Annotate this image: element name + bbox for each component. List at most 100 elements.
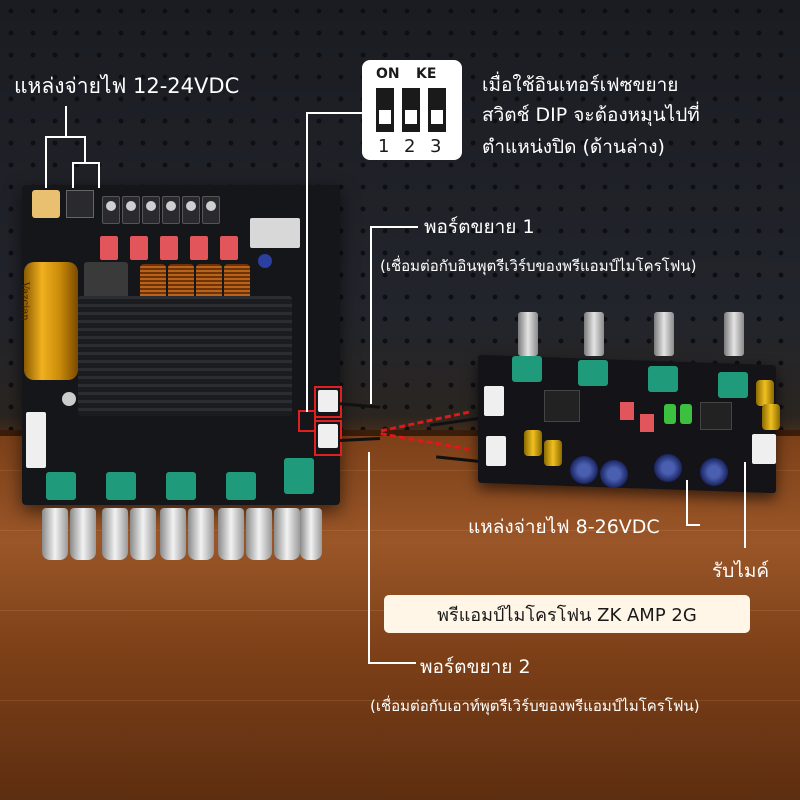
mic-input-connector <box>752 434 776 464</box>
callout-line <box>368 452 370 664</box>
potentiometer <box>166 472 196 500</box>
port-2-description: (เชื่อมต่อกับเอาท์พุตรีเวิร์บของพรีแอมป์… <box>370 697 700 715</box>
power-terminal <box>66 190 94 218</box>
potentiometer <box>106 472 136 500</box>
potentiometer <box>46 472 76 500</box>
wood-grain <box>0 530 800 531</box>
mic-input-label: รับไมค์ <box>712 560 770 582</box>
gold-capacitor <box>544 440 562 466</box>
potentiometer <box>284 458 314 494</box>
dip-number-2: 2 <box>404 136 416 157</box>
port-1-highlight <box>314 386 342 418</box>
speaker-terminal <box>102 196 120 224</box>
dip-ke-label: KE <box>416 66 437 82</box>
callout-line <box>744 462 746 548</box>
callout-line <box>368 662 416 664</box>
volume-knob <box>274 508 300 560</box>
preamp-knob <box>584 312 604 356</box>
blue-capacitor <box>600 460 628 488</box>
blue-capacitor <box>570 456 598 484</box>
shelf-edge <box>0 430 800 436</box>
callout-line <box>686 524 700 526</box>
side-connector <box>26 412 46 468</box>
rca-jack <box>300 508 322 560</box>
film-capacitor <box>190 236 208 260</box>
callout-line <box>72 162 74 188</box>
rca-jack <box>70 508 96 560</box>
preamp-knob <box>654 312 674 356</box>
dip-switch-graphic: ON KE 1 2 3 <box>362 60 462 160</box>
dip-switch-1 <box>376 88 394 132</box>
main-power-label: แหล่งจ่ายไฟ 12-24VDC <box>14 74 240 98</box>
blue-capacitor <box>700 458 728 486</box>
preamp-output-port <box>486 436 506 466</box>
callout-line <box>45 136 85 138</box>
callout-line <box>370 226 418 228</box>
film-capacitor <box>620 402 634 420</box>
callout-line <box>84 136 86 162</box>
preamp-potentiometer <box>648 366 678 392</box>
small-capacitor <box>258 254 272 268</box>
bluetooth-module <box>250 218 300 248</box>
dip-note-line-3: ตำแหน่งปิด (ด้านล่าง) <box>482 136 665 158</box>
dip-switch-2 <box>402 88 420 132</box>
speaker-terminal <box>142 196 160 224</box>
port-2-title: พอร์ตขยาย 2 <box>420 656 531 678</box>
callout-line <box>686 480 688 526</box>
volume-knob <box>42 508 68 560</box>
green-capacitor <box>680 404 692 424</box>
film-capacitor <box>640 414 654 432</box>
heatsink <box>78 296 292 416</box>
port-2-highlight <box>314 420 342 456</box>
dip-number-3: 3 <box>430 136 442 157</box>
rca-jack <box>188 508 214 560</box>
speaker-terminal <box>182 196 200 224</box>
expansion-port-1 <box>318 390 338 412</box>
film-capacitor <box>130 236 148 260</box>
wood-grain <box>0 700 800 701</box>
jumper-highlight <box>298 410 316 432</box>
volume-knob <box>218 508 244 560</box>
speaker-terminal <box>122 196 140 224</box>
preamp-input-port <box>484 386 504 416</box>
port-1-title: พอร์ตขยาย 1 <box>424 216 535 238</box>
dip-note-line-1: เมื่อใช้อินเทอร์เฟซขยาย <box>482 74 679 96</box>
speaker-terminal <box>202 196 220 224</box>
film-capacitor <box>220 236 238 260</box>
dip-note-line-2: สวิตช์ DIP จะต้องหมุนไปที่ <box>482 104 700 126</box>
main-capacitor: Vazcian <box>19 262 78 380</box>
ic-chip <box>700 402 732 430</box>
dip-on-label: ON <box>376 66 400 82</box>
small-capacitor <box>62 392 76 406</box>
preamp-knob <box>724 312 744 356</box>
gold-capacitor <box>524 430 542 456</box>
port-1-description: (เชื่อมต่อกับอินพุตรีเวิร์บของพรีแอมป์ไม… <box>380 257 697 275</box>
volume-knob <box>102 508 128 560</box>
callout-line <box>98 162 100 188</box>
callout-line <box>370 226 372 404</box>
callout-line <box>306 112 308 412</box>
blue-capacitor <box>654 454 682 482</box>
preamp-knob <box>518 312 538 356</box>
preamp-potentiometer <box>718 372 748 398</box>
dip-number-1: 1 <box>378 136 390 157</box>
wood-grain <box>0 470 800 471</box>
film-capacitor <box>160 236 178 260</box>
callout-line <box>65 106 67 136</box>
preamp-power-label: แหล่งจ่ายไฟ 8-26VDC <box>468 516 660 538</box>
product-name: พรีแอมป์ไมโครโฟน ZK AMP 2G <box>437 604 697 626</box>
preamp-potentiometer <box>512 356 542 382</box>
potentiometer <box>226 472 256 500</box>
rca-jack <box>130 508 156 560</box>
volume-knob <box>160 508 186 560</box>
product-name-box: พรีแอมป์ไมโครโฟน ZK AMP 2G <box>384 595 750 633</box>
callout-line <box>72 162 100 164</box>
preamp-potentiometer <box>578 360 608 386</box>
callout-line <box>306 112 362 114</box>
ic-chip <box>544 390 580 422</box>
green-capacitor <box>664 404 676 424</box>
capacitor-brand: Vazcian <box>19 282 30 321</box>
power-jack <box>32 190 60 218</box>
gold-capacitor <box>756 380 774 406</box>
callout-line <box>45 136 47 188</box>
